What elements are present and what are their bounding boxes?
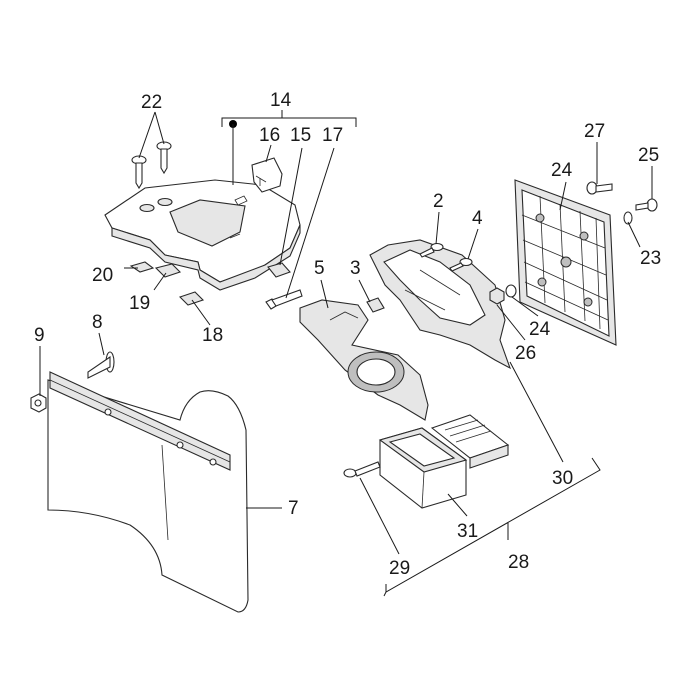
- washer-24-part: [505, 284, 517, 298]
- screw-27-part: [586, 181, 613, 195]
- bolt-8-part: [87, 351, 115, 379]
- clip-16-part: [251, 157, 283, 193]
- callout-23: 23: [640, 248, 661, 269]
- screw-2-part: [419, 242, 444, 258]
- callout-labels: 22 14 16 15 17 20 19 18 9 8 7 5 3 2 4 24…: [34, 90, 661, 579]
- washer-23-part: [623, 211, 633, 225]
- clip-20-part: [129, 261, 155, 273]
- callout-20: 20: [92, 265, 113, 286]
- rear-tray-part: [104, 179, 301, 291]
- callout-16: 16: [259, 125, 280, 146]
- housing-30-part: [369, 239, 511, 370]
- bracket-5-part: [299, 299, 429, 421]
- callout-24-lower: 24: [529, 319, 551, 340]
- nut-26-part: [489, 287, 505, 305]
- clip-15-part: [267, 262, 291, 278]
- callout-14: 14: [270, 90, 292, 111]
- clip-19-part: [154, 263, 182, 278]
- callout-8: 8: [92, 312, 103, 333]
- lens-part: [430, 414, 510, 469]
- screw-22-part: [131, 141, 172, 190]
- leader-lines: [39, 110, 653, 597]
- rivet-17-part: [265, 289, 303, 310]
- callout-9: 9: [34, 325, 45, 346]
- callout-7: 7: [288, 498, 299, 519]
- callout-28: 28: [508, 552, 529, 573]
- nut-9-part: [30, 393, 47, 413]
- callout-5: 5: [314, 258, 325, 279]
- callout-15: 15: [290, 125, 311, 146]
- callout-3: 3: [350, 258, 361, 279]
- reflector-31-part: [378, 427, 468, 509]
- callout-17: 17: [322, 125, 343, 146]
- callout-30: 30: [552, 468, 573, 489]
- screw-29-part: [343, 461, 381, 478]
- callout-26: 26: [515, 343, 536, 364]
- callout-19: 19: [129, 293, 150, 314]
- mudflap-part: [47, 371, 249, 613]
- callout-27: 27: [584, 121, 605, 142]
- screw-4-part: [449, 257, 473, 272]
- callout-24-top: 24: [551, 160, 573, 181]
- clip-3-part: [366, 297, 385, 313]
- callout-2: 2: [433, 191, 444, 212]
- callout-22: 22: [141, 92, 162, 113]
- callout-31: 31: [457, 521, 478, 542]
- callout-4: 4: [472, 208, 483, 229]
- screw-25-part: [635, 198, 658, 212]
- callout-18: 18: [202, 325, 223, 346]
- clip-18-part: [178, 291, 205, 306]
- callout-29: 29: [389, 558, 410, 579]
- callout-25: 25: [638, 145, 659, 166]
- plate-holder-part: [514, 179, 617, 346]
